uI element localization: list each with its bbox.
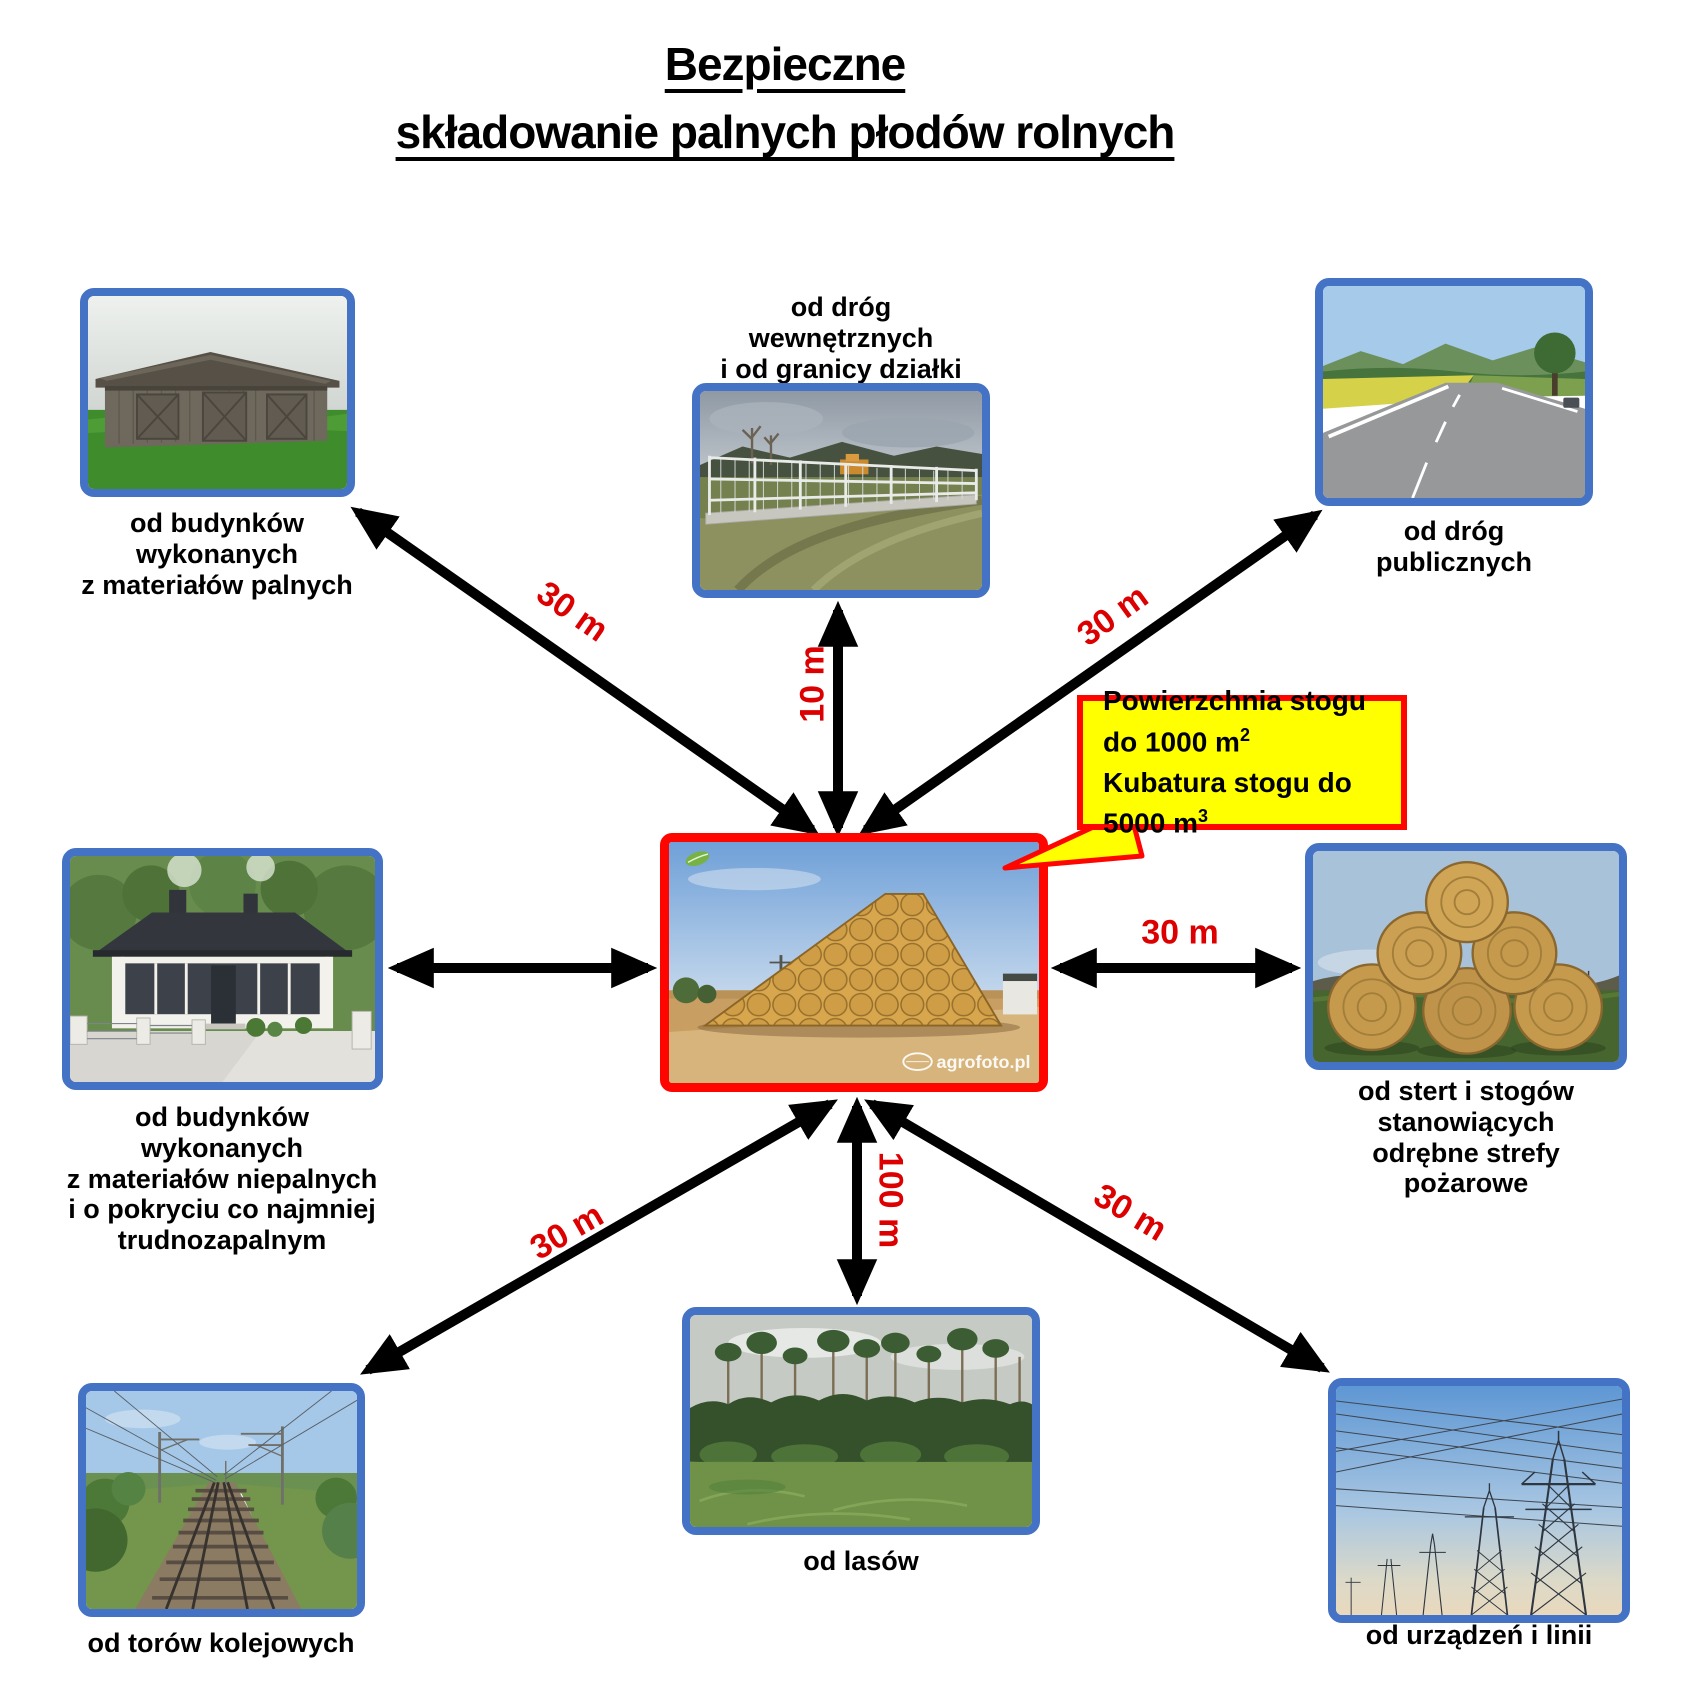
forest-photo: [682, 1307, 1040, 1535]
callout-bubble: Powierzchnia stogu do 1000 m2 Kubatura s…: [1077, 685, 1407, 838]
fence-photo: [692, 383, 990, 598]
railway-photo-illustration: [86, 1391, 357, 1609]
haystack-photo: agrofoto.pl: [660, 833, 1048, 1092]
barn-caption: od budynków wykonanych z materiałów paln…: [81, 508, 353, 600]
distance-label-power: 30 m: [1087, 1176, 1174, 1249]
title-line-1: Bezpieczne: [664, 38, 907, 90]
haystack-photo-illustration: agrofoto.pl: [669, 842, 1039, 1083]
forest-caption: od lasów: [803, 1546, 919, 1576]
road-photo: [1315, 278, 1593, 506]
road-photo-illustration: [1323, 286, 1585, 498]
house-photo: [62, 848, 383, 1090]
forest-photo-illustration: [690, 1315, 1032, 1527]
railway-photo: [78, 1383, 365, 1617]
barn-photo-illustration: [88, 296, 347, 489]
road-caption: od dróg publicznych: [1375, 516, 1532, 577]
barn-photo: [80, 288, 355, 497]
distance-label-fence: 10 m: [793, 645, 832, 723]
callout-line-2: Kubatura stogu do 5000 m3: [1103, 766, 1352, 839]
power-caption: od urządzeń i linii: [1365, 1620, 1593, 1650]
house-caption: od budynków wykonanych z materiałów niep…: [66, 1102, 378, 1256]
bales-photo-illustration: [1313, 851, 1619, 1062]
callout-line-1: Powierzchnia stogu do 1000 m2: [1103, 684, 1366, 757]
railway-caption: od torów kolejowych: [87, 1628, 355, 1658]
fence-caption: od dróg wewnętrznych i od granicy działk…: [720, 292, 962, 384]
power-photo: [1328, 1378, 1630, 1623]
distance-label-bales: 30 m: [1141, 913, 1219, 952]
fence-photo-illustration: [700, 391, 982, 590]
bales-caption: od stert i stogów stanowiących odrębne s…: [1358, 1076, 1574, 1199]
house-photo-illustration: [70, 856, 375, 1082]
power-photo-illustration: [1336, 1386, 1622, 1615]
page-title: Bezpieczne składowanie palnych płodów ro…: [0, 30, 1570, 166]
distance-label-road: 30 m: [1070, 577, 1156, 654]
distance-label-railway: 30 m: [523, 1195, 610, 1268]
bales-photo: [1305, 843, 1627, 1070]
distance-label-forest: 100 m: [871, 1151, 910, 1249]
distance-label-barn: 30 m: [529, 573, 615, 650]
title-line-2: składowanie palnych płodów rolnych: [395, 106, 1176, 159]
agrofoto-watermark: agrofoto.pl: [937, 1052, 1031, 1072]
